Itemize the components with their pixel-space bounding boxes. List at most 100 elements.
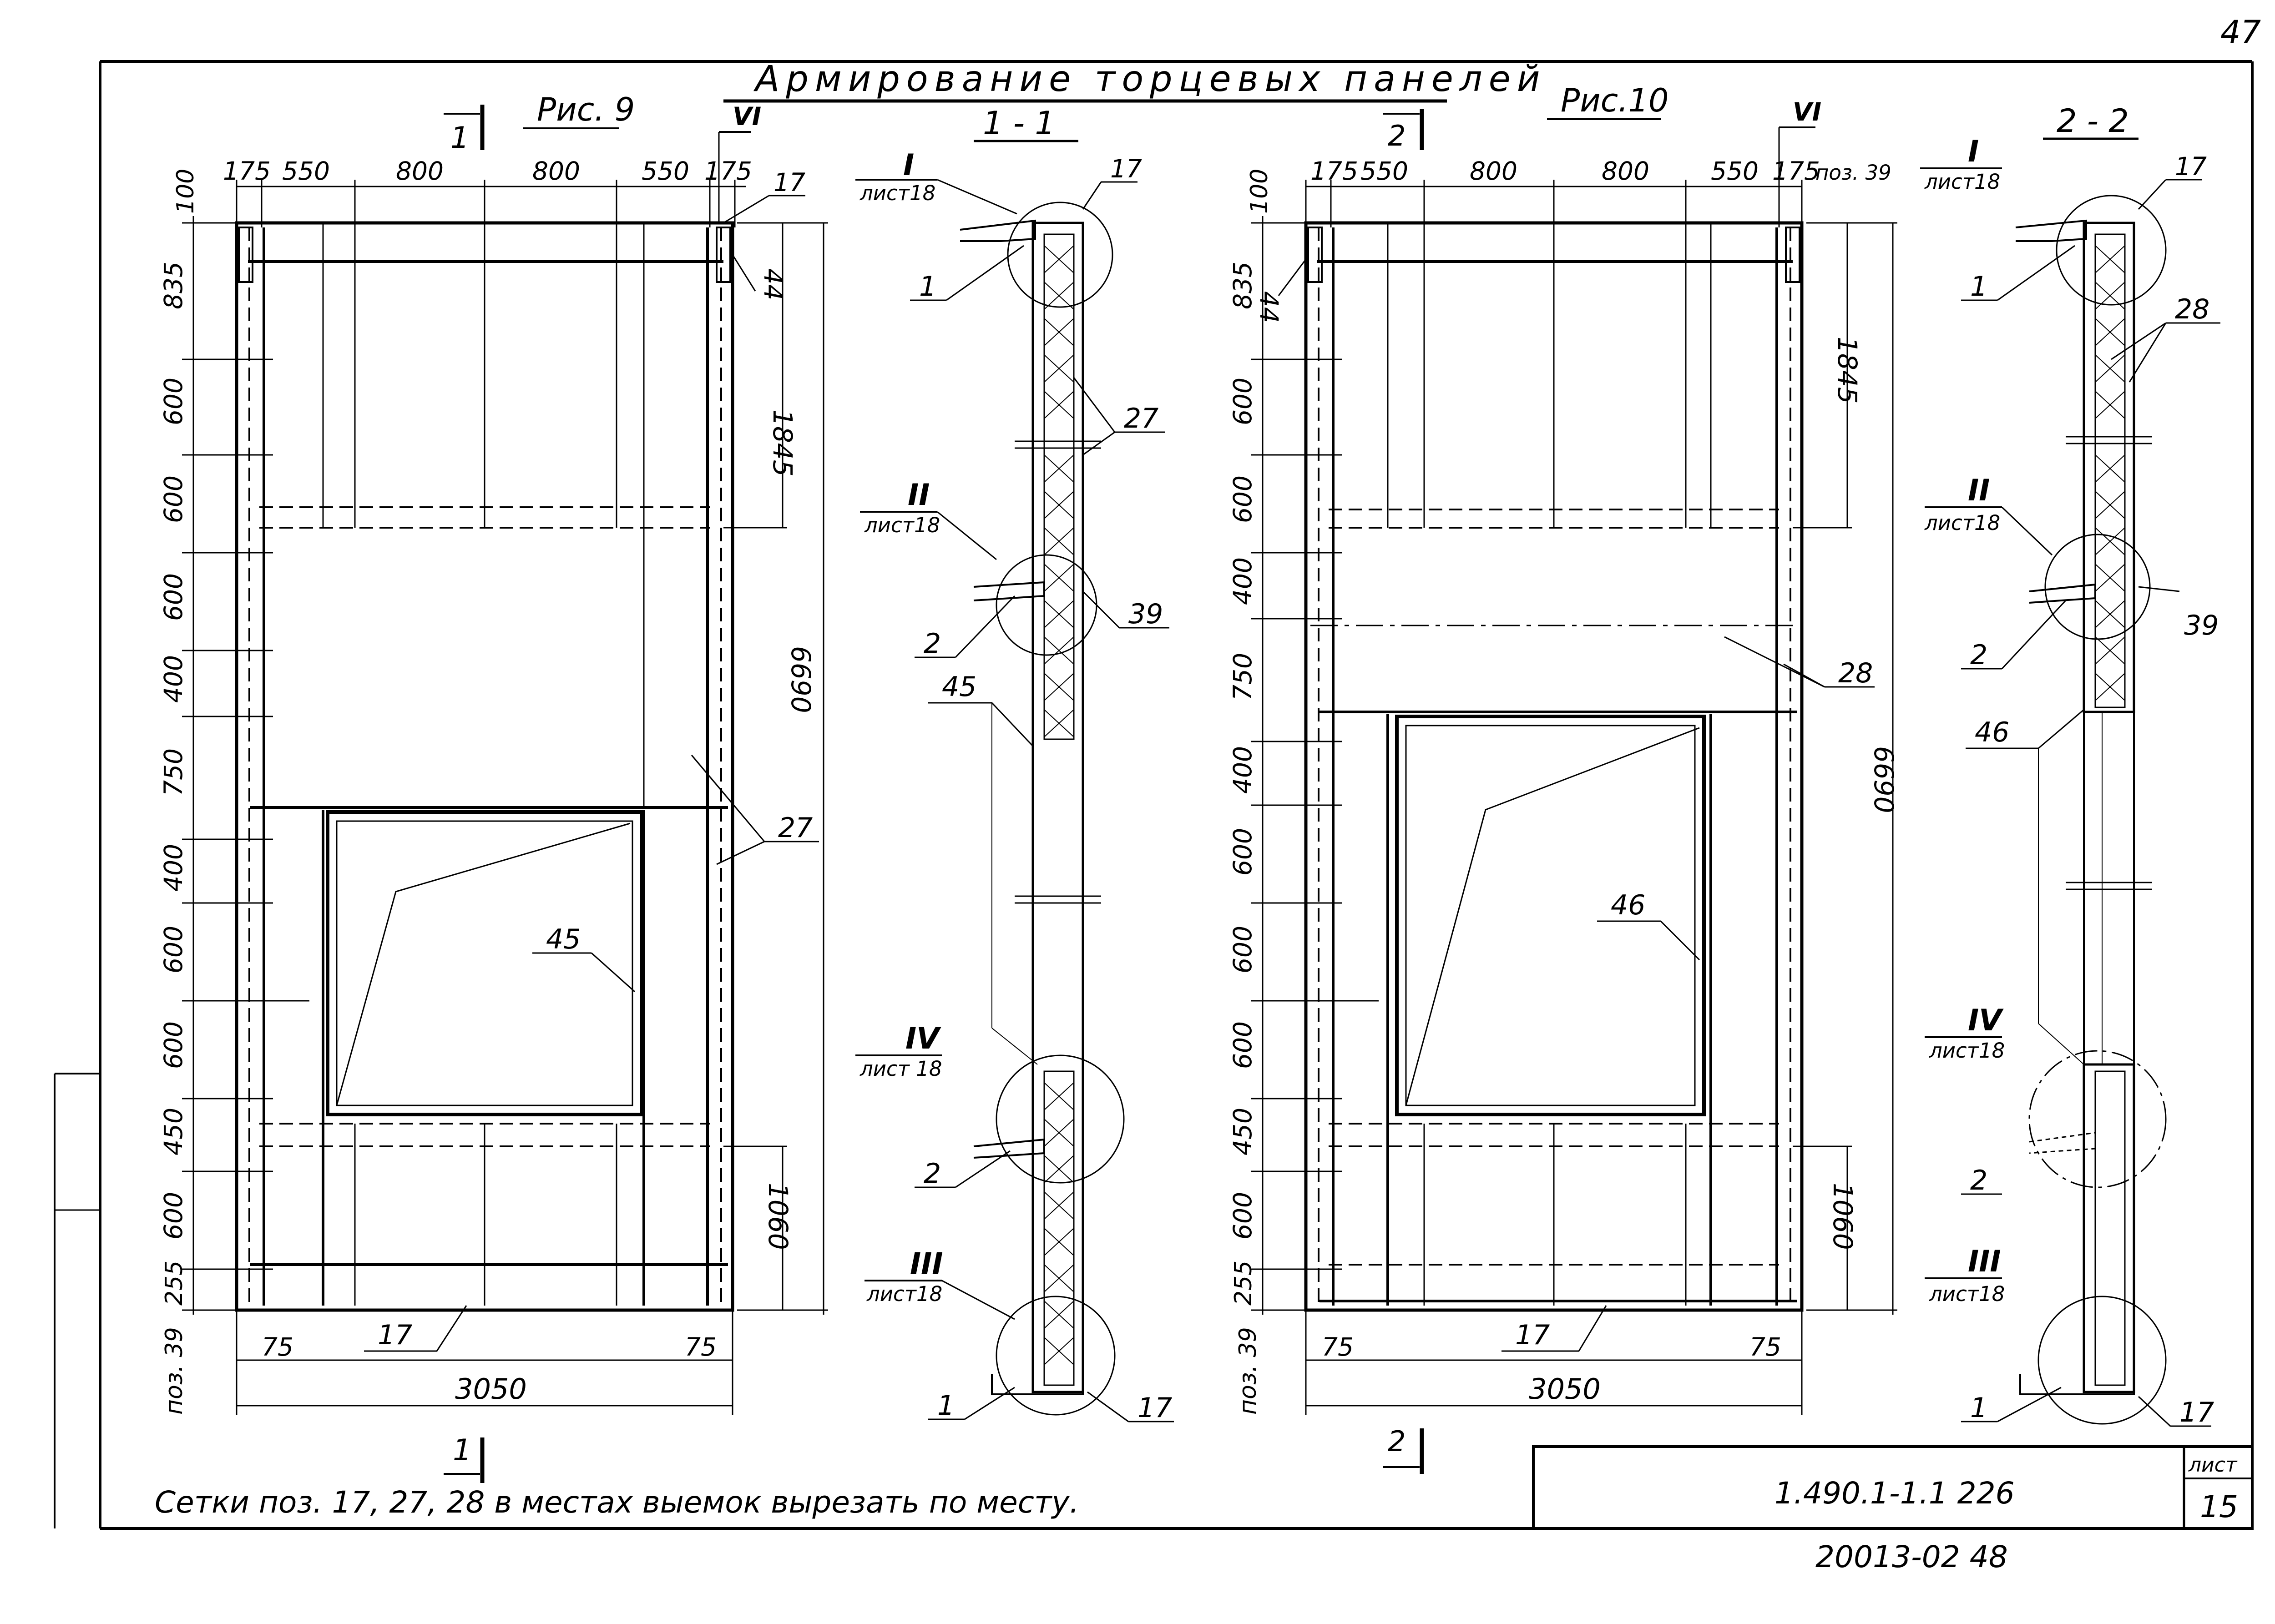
sec11-node1-roman: I bbox=[903, 148, 914, 182]
fig9-side-dim-600a: 600 bbox=[159, 378, 188, 425]
sec22-p17-bot: 17 bbox=[2179, 1397, 2214, 1428]
fig10-side-dim-600b: 600 bbox=[1228, 475, 1257, 523]
fig9-top-dim-6: 175 bbox=[704, 156, 752, 186]
fig10-side-dim-750: 750 bbox=[1228, 653, 1257, 701]
fig10-top-dim-3: 800 bbox=[1470, 156, 1517, 186]
fig10-section-mark: 2 bbox=[1388, 119, 1405, 152]
sec11-p17-top: 17 bbox=[1110, 154, 1142, 183]
sec11-node4-roman: IV bbox=[905, 1022, 941, 1056]
sec11-p45: 45 bbox=[942, 671, 976, 703]
fig9-top-dim-1: 175 bbox=[223, 156, 271, 186]
fig9-node-mark: VI bbox=[733, 102, 761, 131]
fig9-top-pos-17: 17 bbox=[774, 168, 805, 197]
sec11-node3-sheet: лист18 bbox=[866, 1282, 942, 1306]
sec22-node3-roman: III bbox=[1968, 1245, 2001, 1279]
fig10-node-mark: VI bbox=[1793, 97, 1821, 126]
fig10-top-dim-6: 175 bbox=[1772, 156, 1820, 186]
fig10-pos-28: 28 bbox=[1838, 657, 1873, 689]
sec22-node4-sheet: лист18 bbox=[1929, 1039, 2005, 1063]
fig10-right-dim-1060: 1060 bbox=[1827, 1183, 1858, 1250]
fig10-side-dim-255: 255 bbox=[1230, 1261, 1257, 1306]
sec22-node3-sheet: лист18 bbox=[1929, 1282, 2005, 1306]
fig9-side-dim-835: 835 bbox=[159, 262, 188, 309]
fig10-caption: Рис.10 bbox=[1561, 82, 1669, 119]
sec22-node1-sheet: лист18 bbox=[1924, 170, 2000, 194]
fig9-caption: Рис. 9 bbox=[537, 91, 635, 128]
fig9-right-dim-1845: 1845 bbox=[767, 409, 798, 477]
sec11-p1-top: 1 bbox=[919, 271, 936, 303]
fig9-pos-27: 27 bbox=[778, 812, 813, 844]
section-1-1: 1 - 1 I лист18 17 1 27 bbox=[855, 105, 1174, 1424]
title-block: 1.490.1-1.1 226 лист 15 bbox=[1532, 1445, 2254, 1530]
sec11-node1-sheet: лист18 bbox=[859, 181, 935, 205]
fig10-window-opening bbox=[1395, 715, 1706, 1116]
sheet-frame bbox=[54, 60, 2254, 1530]
fig9-side-dim-600b: 600 bbox=[159, 475, 188, 523]
sec22-p46: 46 bbox=[1975, 716, 2009, 748]
sec11-node3-roman: III bbox=[910, 1247, 943, 1281]
fig9-side-dim-600f: 600 bbox=[159, 1192, 188, 1240]
sec11-node4-sheet: лист 18 bbox=[859, 1057, 942, 1081]
fig9-side-dim-400a: 400 bbox=[159, 655, 188, 703]
fig9-pos-17: 17 bbox=[378, 1319, 412, 1351]
sec22-node1-roman: I bbox=[1968, 135, 1979, 169]
sheet-label: лист bbox=[2188, 1453, 2238, 1477]
fig10-side-dim-400a: 400 bbox=[1228, 557, 1257, 605]
fig9-bottom-75-left: 75 bbox=[262, 1332, 293, 1362]
sec22-p17-top: 17 bbox=[2175, 152, 2207, 181]
fig10-side-dim-450: 450 bbox=[1228, 1108, 1257, 1155]
fig9-side-dim-600d: 600 bbox=[159, 926, 188, 973]
fig9-side-dim-450: 450 bbox=[159, 1108, 188, 1155]
fig10-side-dim-400b: 400 bbox=[1228, 746, 1257, 794]
fig9-side-dim-600e: 600 bbox=[159, 1021, 188, 1069]
sec11-p1-bot: 1 bbox=[937, 1390, 955, 1422]
fig9-bottom-75-right: 75 bbox=[685, 1332, 717, 1362]
sec22-p2-a: 2 bbox=[1970, 639, 1987, 671]
fig10-top-dim-1: 175 bbox=[1310, 156, 1358, 186]
fig10-side-dim-600c: 600 bbox=[1228, 828, 1257, 876]
sec22-node2-roman: II bbox=[1968, 474, 1990, 508]
fig9-side-dim-750: 750 bbox=[159, 748, 188, 796]
sec11-p39: 39 bbox=[1128, 598, 1163, 630]
fig9-elevation: Рис. 9 1 VI 175 550 800 800 550 175 17 bbox=[159, 91, 828, 1483]
fig10-side-dim-600a: 600 bbox=[1228, 378, 1257, 425]
sec22-node2-sheet: лист18 bbox=[1924, 511, 2000, 535]
sec11-p17-bot: 17 bbox=[1138, 1392, 1172, 1424]
sec22-p28: 28 bbox=[2175, 293, 2209, 325]
sec11-node2-sheet: лист18 bbox=[864, 513, 940, 537]
fig10-elevation: Рис.10 2 VI 175 550 800 800 550 175 поз.… bbox=[1228, 82, 1899, 1474]
sec22-p2-b: 2 bbox=[1970, 1165, 1987, 1196]
section-2-2: 2 - 2 I лист18 17 1 28 bbox=[1920, 102, 2220, 1428]
fig10-side-dim-600d: 600 bbox=[1228, 926, 1257, 973]
fig9-poz39: поз. 39 bbox=[161, 1327, 188, 1415]
fig9-top-dim-2: 550 bbox=[282, 156, 330, 186]
sec22-node4-roman: IV bbox=[1968, 1004, 2004, 1038]
sec22-p1-bot: 1 bbox=[1970, 1392, 1987, 1424]
fig9-right-dim-6690: 6690 bbox=[785, 646, 816, 713]
fig9-pos-45: 45 bbox=[546, 923, 581, 955]
fig10-side-dim-600e: 600 bbox=[1228, 1021, 1257, 1069]
sec11-p27: 27 bbox=[1124, 403, 1158, 434]
fig10-top-dim-4: 800 bbox=[1602, 156, 1649, 186]
fig9-top-dim-5: 550 bbox=[642, 156, 689, 186]
fig10-bottom-75-left: 75 bbox=[1322, 1332, 1354, 1362]
fig10-top-dim-2: 550 bbox=[1360, 156, 1408, 186]
fig10-section-mark-bottom: 2 bbox=[1388, 1425, 1405, 1458]
fig9-overall-width: 3050 bbox=[455, 1372, 527, 1406]
fig9-side-dim-100: 100 bbox=[172, 169, 199, 214]
general-note: Сетки поз. 17, 27, 28 в местах выемок вы… bbox=[155, 1485, 1079, 1520]
sec22-p39: 39 bbox=[2184, 610, 2219, 641]
fig9-section-mark-bottom: 1 bbox=[453, 1433, 471, 1468]
archive-number: 20013-02 48 bbox=[1815, 1539, 2008, 1574]
doc-code: 1.490.1-1.1 226 bbox=[1774, 1476, 2015, 1511]
fig9-top-dim-3: 800 bbox=[396, 156, 444, 186]
fig10-bottom-75-right: 75 bbox=[1749, 1332, 1781, 1362]
fig10-overall-width: 3050 bbox=[1529, 1372, 1601, 1406]
main-title: Армирование торцевых панелей bbox=[753, 59, 1546, 100]
fig9-side-dim-255: 255 bbox=[161, 1261, 188, 1306]
fig10-pos-44: 44 bbox=[1254, 291, 1284, 323]
fig9-pos-44: 44 bbox=[758, 268, 788, 300]
fig10-poz39: поз. 39 bbox=[1234, 1327, 1262, 1415]
sec11-node2-roman: II bbox=[908, 478, 930, 512]
